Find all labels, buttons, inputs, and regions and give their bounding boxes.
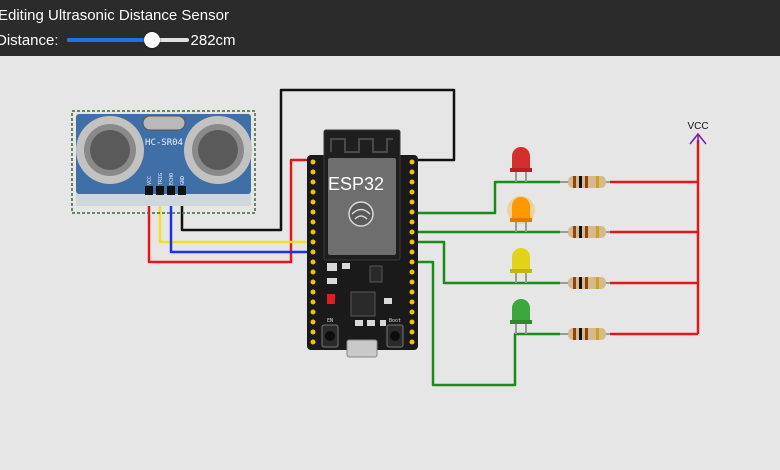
svg-text:ECHO: ECHO xyxy=(169,173,175,185)
espressif-logo-icon xyxy=(348,201,374,227)
header-pins-left[interactable] xyxy=(310,159,316,345)
resistors xyxy=(560,176,610,340)
vcc-symbol[interactable]: VCC xyxy=(687,121,709,145)
sensor-pin-labels: VCC TRIG ECHO GND xyxy=(147,173,186,185)
leds xyxy=(507,147,535,334)
slider-fill xyxy=(66,38,152,42)
wire-echo[interactable] xyxy=(169,194,310,254)
vcc-label: VCC xyxy=(687,121,708,132)
wire-sensor-vcc[interactable] xyxy=(147,158,310,264)
resistor-4[interactable] xyxy=(560,328,610,340)
boot-button[interactable]: Boot xyxy=(386,318,404,348)
led-yellow[interactable] xyxy=(510,248,532,283)
circuit-canvas[interactable]: VCC HC-SR04 VCC TRIG ECHO GND xyxy=(0,56,780,470)
wire-led-red[interactable] xyxy=(412,180,560,215)
distance-control: Distance: 282cm xyxy=(0,31,236,49)
resistor-1[interactable] xyxy=(560,176,610,188)
editor-header: Editing Ultrasonic Distance Sensor Dista… xyxy=(0,0,780,56)
distance-label: Distance: xyxy=(0,31,59,49)
distance-value: 282cm xyxy=(190,31,236,49)
wire-trig[interactable] xyxy=(158,194,310,244)
resistor-3[interactable] xyxy=(560,277,610,289)
esp32-label: ESP32 xyxy=(328,174,384,194)
svg-text:GND: GND xyxy=(180,176,186,185)
header-pins-right[interactable] xyxy=(409,159,415,345)
sensor-pins[interactable] xyxy=(145,186,186,195)
smd-components xyxy=(327,263,392,326)
svg-text:TRIG: TRIG xyxy=(158,173,164,185)
esp32-board[interactable]: ESP32 xyxy=(307,129,418,358)
led-green[interactable] xyxy=(510,299,532,334)
usb-port xyxy=(346,339,378,358)
led-red[interactable] xyxy=(510,147,532,182)
en-label: EN xyxy=(327,318,333,324)
sensor-model: HC-SR04 xyxy=(145,138,183,148)
wire-gnd[interactable] xyxy=(180,88,456,232)
wire-led-green[interactable] xyxy=(412,260,560,387)
wire-led-yellow[interactable] xyxy=(412,240,560,285)
distance-slider[interactable] xyxy=(66,31,189,49)
led-orange[interactable] xyxy=(507,196,535,232)
wires xyxy=(147,88,700,387)
en-button[interactable]: EN xyxy=(321,318,339,348)
boot-label: Boot xyxy=(389,318,401,324)
slider-thumb[interactable] xyxy=(143,32,160,48)
editing-title: Editing Ultrasonic Distance Sensor xyxy=(0,7,229,24)
ultrasonic-sensor[interactable]: HC-SR04 VCC TRIG ECHO GND xyxy=(71,110,256,214)
resistor-2[interactable] xyxy=(560,226,610,238)
svg-text:VCC: VCC xyxy=(147,176,153,185)
crystal xyxy=(142,115,186,131)
